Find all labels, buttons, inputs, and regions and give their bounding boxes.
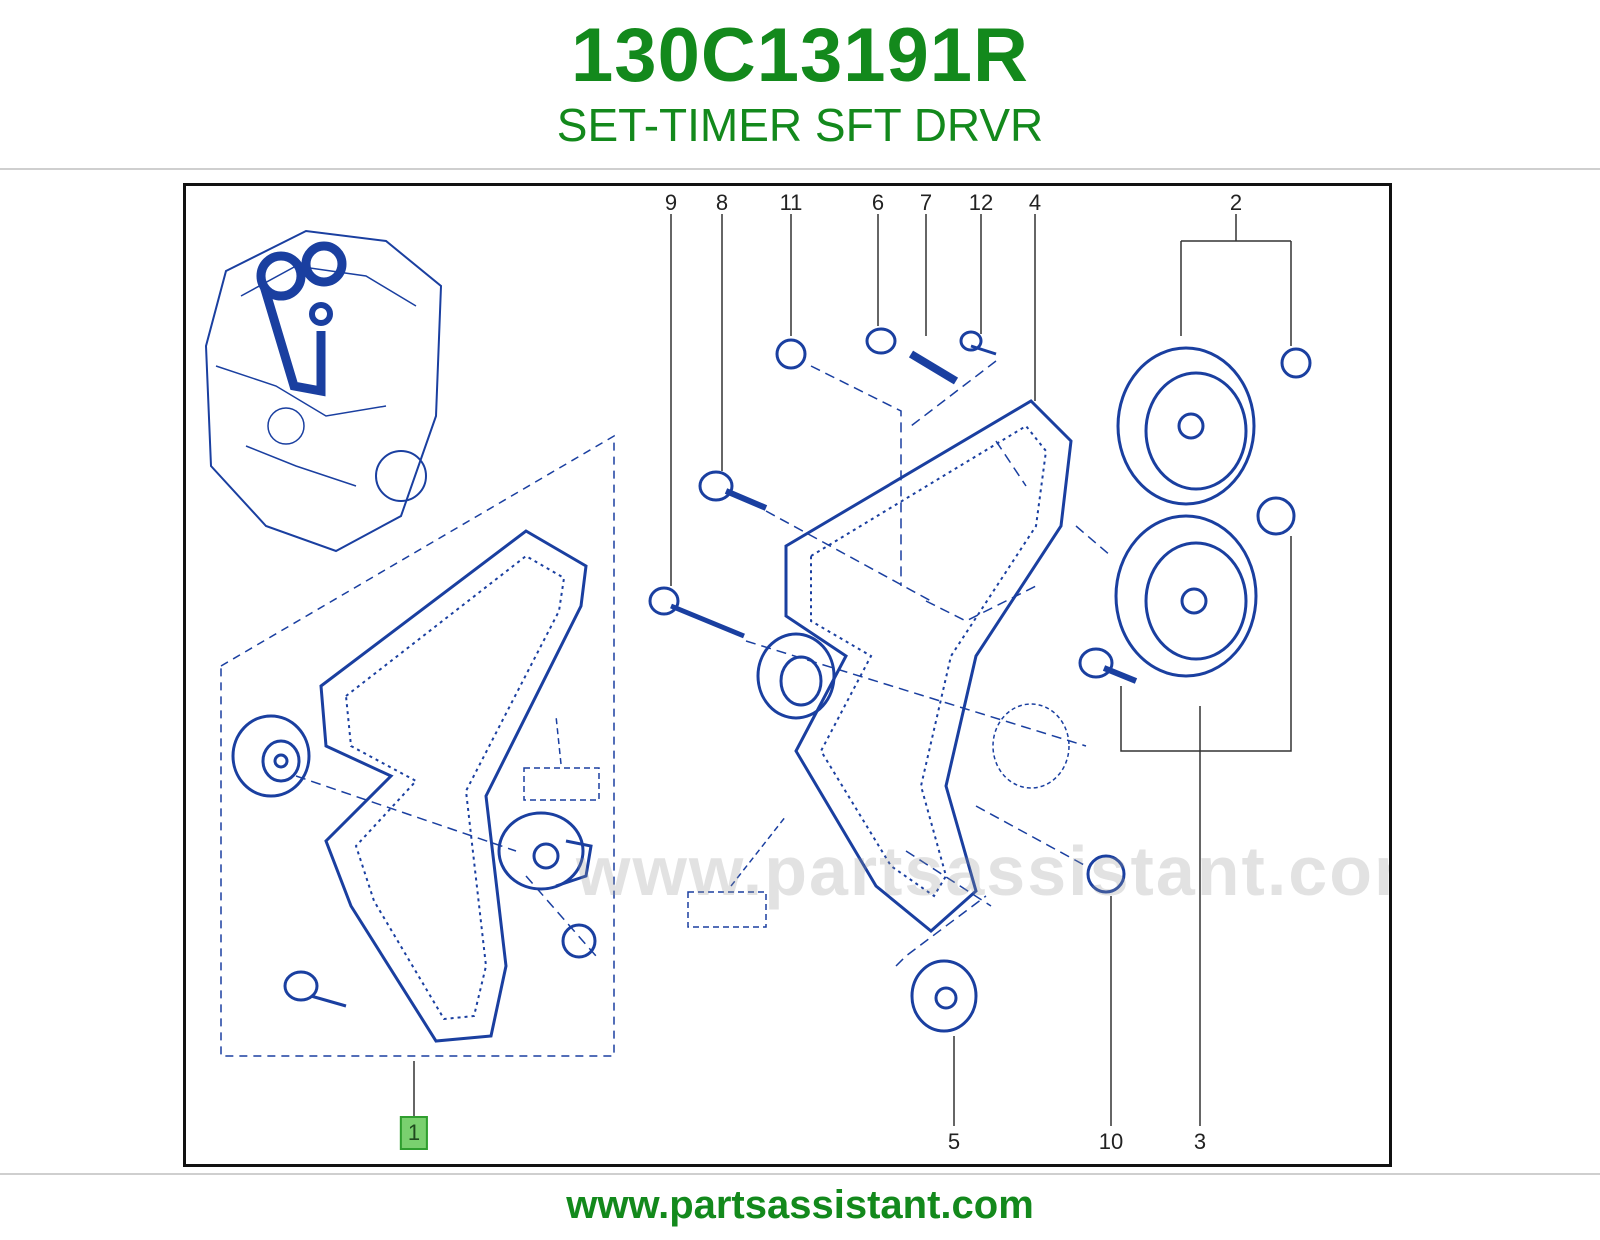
center-idler-pulley — [756, 632, 836, 720]
crankshaft-sprocket — [910, 959, 978, 1033]
callout-2[interactable]: 2 — [1229, 190, 1243, 215]
callout-5[interactable]: 5 — [947, 1129, 961, 1154]
callout-4[interactable]: 4 — [1028, 190, 1042, 215]
right-timing-belt — [784, 399, 1073, 933]
nut-10 — [1086, 854, 1126, 894]
diagram-drawing — [204, 214, 1312, 1126]
callout-1-highlighted[interactable]: 1 — [399, 1116, 429, 1150]
part-description: SET-TIMER SFT DRVR — [556, 99, 1044, 151]
nut-11 — [775, 338, 807, 370]
footer-divider — [0, 1173, 1600, 1175]
callout-8[interactable]: 8 — [715, 190, 729, 215]
leader-lines — [413, 214, 1292, 1126]
left-tensioner — [497, 811, 593, 891]
callout-6[interactable]: 6 — [871, 190, 885, 215]
bolt-8 — [698, 470, 768, 511]
assembly-lines — [295, 360, 1112, 967]
page-header: 130C13191R SET-TIMER SFT DRVR — [0, 0, 1600, 168]
bolt-9 — [648, 586, 745, 639]
stud-7 — [908, 350, 959, 385]
washer-right — [1256, 496, 1296, 536]
reference-box-right — [687, 891, 767, 928]
footer-url[interactable]: www.partsassistant.com — [566, 1183, 1034, 1227]
callout-9[interactable]: 9 — [664, 190, 678, 215]
part-number: 130C13191R — [571, 13, 1029, 98]
left-nut — [561, 923, 597, 959]
header-divider — [0, 168, 1600, 170]
bolt-12 — [970, 344, 997, 356]
left-bolt — [283, 970, 347, 1008]
callout-11[interactable]: 11 — [779, 190, 803, 215]
callout-7[interactable]: 7 — [919, 190, 933, 215]
washer-6 — [865, 327, 897, 355]
right-tensioner — [992, 703, 1070, 789]
camshaft-pulley-upper — [1116, 346, 1256, 506]
callout-10[interactable]: 10 — [1098, 1129, 1124, 1154]
reference-box-left — [523, 767, 600, 801]
callout-12[interactable]: 12 — [968, 190, 994, 215]
left-idler-pulley — [231, 714, 311, 798]
bolt-3 — [1078, 647, 1138, 684]
callout-3[interactable]: 3 — [1193, 1129, 1207, 1154]
exploded-diagram: www.partsassistant.com 9 8 11 6 7 12 4 2… — [183, 183, 1392, 1167]
watermark: www.partsassistant.com — [576, 832, 1392, 910]
engine-thumbnail — [204, 229, 443, 553]
kit-outline — [220, 434, 615, 1057]
camshaft-pulley-lower — [1114, 514, 1258, 678]
left-timing-belt — [319, 529, 588, 1043]
nut-2-right — [1280, 347, 1312, 379]
